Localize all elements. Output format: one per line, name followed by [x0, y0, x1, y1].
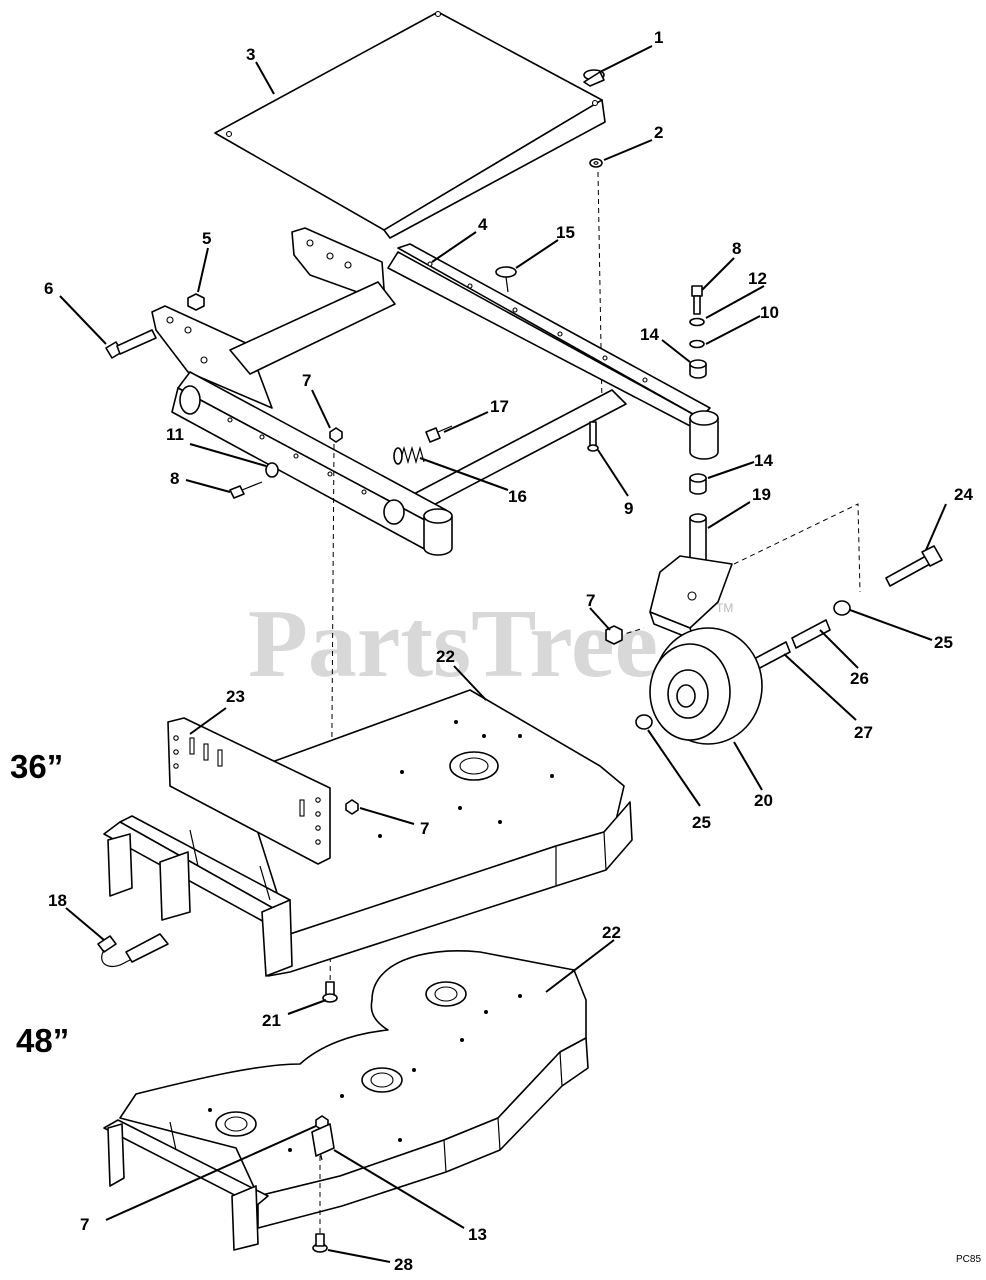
- callout-26: 26: [850, 669, 869, 688]
- callout-25-right: 25: [934, 633, 953, 652]
- drawing-code: PC85: [956, 1254, 981, 1265]
- callout-19: 19: [752, 485, 771, 504]
- part-18-hitch-pin: [97, 933, 169, 967]
- watermark-trademark: TM: [716, 601, 733, 615]
- callout-23: 23: [226, 687, 245, 706]
- callout-7-deck48: 7: [80, 1215, 89, 1234]
- size-label-36: 36”: [10, 748, 63, 785]
- callout-11: 11: [166, 425, 184, 444]
- callout-3: 3: [246, 45, 255, 64]
- callout-9: 9: [624, 499, 633, 518]
- part-7-nut-caster: [605, 625, 623, 645]
- part-11-spacer: [265, 462, 279, 478]
- part-21-bolt: [322, 981, 338, 1003]
- callout-14-top: 14: [640, 325, 659, 344]
- callout-1: 1: [654, 28, 663, 47]
- part-28-bolt: [312, 1233, 328, 1253]
- callout-6: 6: [44, 279, 53, 298]
- part-7-nut-frame: [329, 427, 343, 443]
- deck-36: [103, 689, 633, 977]
- callout-25-left: 25: [692, 813, 711, 832]
- part-19-caster-fork: [649, 513, 733, 641]
- callout-8-right: 8: [732, 239, 741, 258]
- leader-lines: [59, 45, 947, 1263]
- callout-22-deck48: 22: [602, 923, 621, 942]
- part-15-pin: [495, 266, 517, 293]
- part-14-bushing-top: [689, 359, 707, 379]
- callout-7-caster: 7: [586, 591, 595, 610]
- part-12-washer: [689, 317, 705, 327]
- part-5-nut: [187, 293, 205, 311]
- callout-22-deck36: 22: [436, 647, 455, 666]
- part-20-wheel: [649, 627, 763, 745]
- callout-28: 28: [394, 1255, 413, 1274]
- part-14-bushing-bottom: [689, 473, 707, 495]
- part-1-pin: [583, 69, 605, 87]
- part-16-spring: [393, 445, 425, 465]
- part-7-nut-deck36: [345, 799, 359, 815]
- callout-14-bottom: 14: [754, 451, 773, 470]
- deck-48: [103, 950, 589, 1251]
- callout-12: 12: [748, 269, 767, 288]
- callout-20: 20: [754, 791, 773, 810]
- callout-17: 17: [490, 397, 509, 416]
- part-8-bolt-right: [691, 285, 703, 315]
- part-25-bushing-right: [833, 600, 851, 616]
- callout-21: 21: [262, 1011, 281, 1030]
- part-17-bolt: [425, 425, 453, 443]
- part-3-plate: [214, 10, 606, 239]
- part-25-bushing-left: [635, 714, 653, 730]
- callouts: 1 2 3 4 5 6 7 7 7 7 8 8 9 10 11 12 13 14…: [44, 28, 973, 1274]
- callout-27: 27: [854, 723, 873, 742]
- callout-7-frame: 7: [302, 371, 311, 390]
- callout-13: 13: [468, 1225, 487, 1244]
- callout-15: 15: [556, 223, 575, 242]
- callout-7-deck36: 7: [420, 819, 429, 838]
- part-9-bolt: [587, 421, 599, 452]
- part-24-axle-bolt: [885, 545, 943, 587]
- callout-8-left: 8: [170, 469, 179, 488]
- part-6-bolt: [105, 329, 157, 359]
- callout-18: 18: [48, 891, 67, 910]
- watermark-text: PartsTree: [248, 590, 658, 698]
- callout-16: 16: [508, 487, 527, 506]
- callout-5: 5: [202, 229, 211, 248]
- part-8-bolt-left: [229, 481, 263, 499]
- callout-4: 4: [478, 215, 488, 234]
- callout-24: 24: [954, 485, 973, 504]
- callout-10: 10: [760, 303, 779, 322]
- size-label-48: 48”: [16, 1022, 69, 1059]
- part-26-spacer: [791, 619, 831, 649]
- callout-2: 2: [654, 123, 663, 142]
- part-10-washer: [689, 339, 705, 349]
- part-13-bracket: [311, 1123, 335, 1157]
- part-4-frame: [151, 227, 719, 556]
- part-2-washer: [589, 158, 603, 168]
